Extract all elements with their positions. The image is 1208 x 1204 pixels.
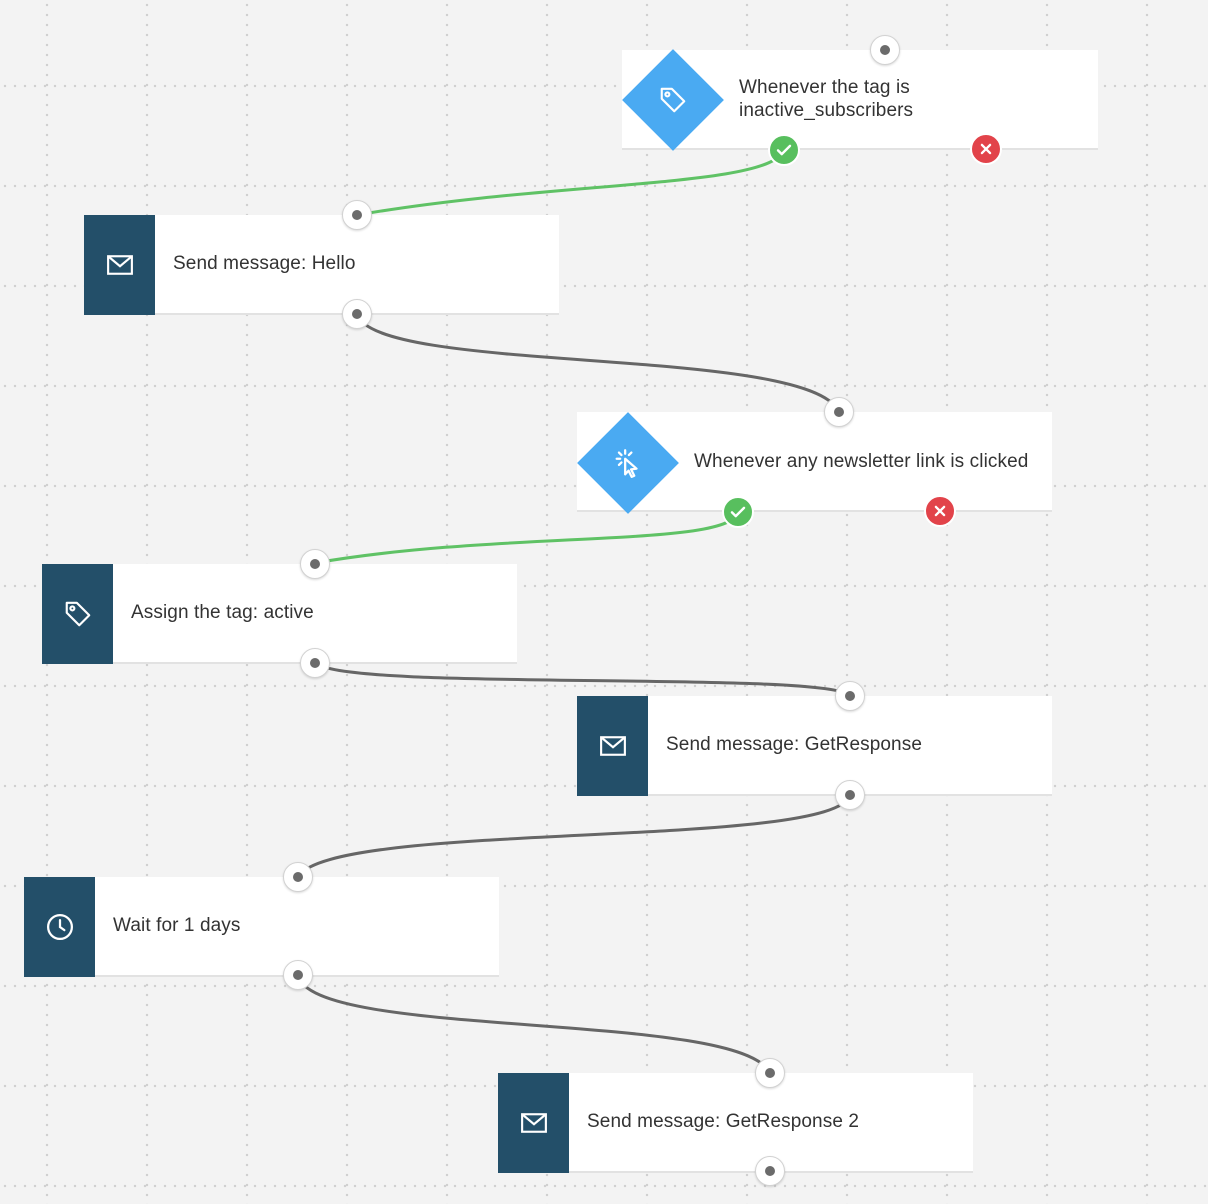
connector (296, 974, 772, 1074)
yes-branch-check-icon[interactable] (768, 134, 800, 166)
cursor-click-icon (608, 443, 648, 483)
yes-branch-check-icon[interactable] (722, 496, 754, 528)
connector (296, 794, 852, 878)
action-label: Wait for 1 days (113, 915, 241, 936)
action-block-send-getresponse-2[interactable]: Send message: GetResponse 2 (498, 1073, 973, 1173)
yes-connector (356, 149, 786, 217)
input-port[interactable] (824, 397, 854, 427)
input-port[interactable] (283, 862, 313, 892)
condition-label: Whenever the tag is inactive_subscribers (739, 77, 914, 121)
input-port[interactable] (342, 200, 372, 230)
input-port[interactable] (300, 549, 330, 579)
connector (355, 313, 841, 413)
output-port[interactable] (283, 960, 313, 990)
yes-connector (314, 511, 740, 565)
output-port[interactable] (342, 299, 372, 329)
action-label: Send message: Hello (173, 253, 356, 274)
clock-icon (46, 914, 73, 940)
output-port[interactable] (300, 648, 330, 678)
action-label: Assign the tag: active (131, 602, 314, 623)
action-sidebar (42, 564, 113, 664)
action-block-assign-tag[interactable]: Assign the tag: active (42, 564, 517, 664)
condition-block-tag[interactable]: Whenever the tag is inactive_subscribers (622, 50, 1098, 150)
action-block-send-hello[interactable]: Send message: Hello (84, 215, 559, 315)
action-sidebar (84, 215, 155, 315)
no-branch-x-icon[interactable] (924, 495, 956, 527)
no-branch-x-icon[interactable] (970, 133, 1002, 165)
action-sidebar (498, 1073, 569, 1173)
output-port[interactable] (835, 780, 865, 810)
action-block-wait[interactable]: Wait for 1 days (24, 877, 499, 977)
connector (313, 660, 852, 698)
input-port[interactable] (835, 681, 865, 711)
condition-label: Whenever any newsletter link is clicked (694, 450, 1029, 472)
envelope-icon (599, 736, 626, 756)
action-sidebar (577, 696, 648, 796)
envelope-icon (106, 255, 133, 275)
action-block-send-getresponse[interactable]: Send message: GetResponse (577, 696, 1052, 796)
input-port[interactable] (870, 35, 900, 65)
output-port[interactable] (755, 1156, 785, 1186)
tag-icon (653, 80, 693, 120)
input-port[interactable] (755, 1058, 785, 1088)
tag-icon (65, 601, 90, 627)
action-label: Send message: GetResponse 2 (587, 1111, 860, 1132)
action-label: Send message: GetResponse (666, 734, 922, 755)
action-sidebar (24, 877, 95, 977)
envelope-icon (520, 1113, 547, 1133)
